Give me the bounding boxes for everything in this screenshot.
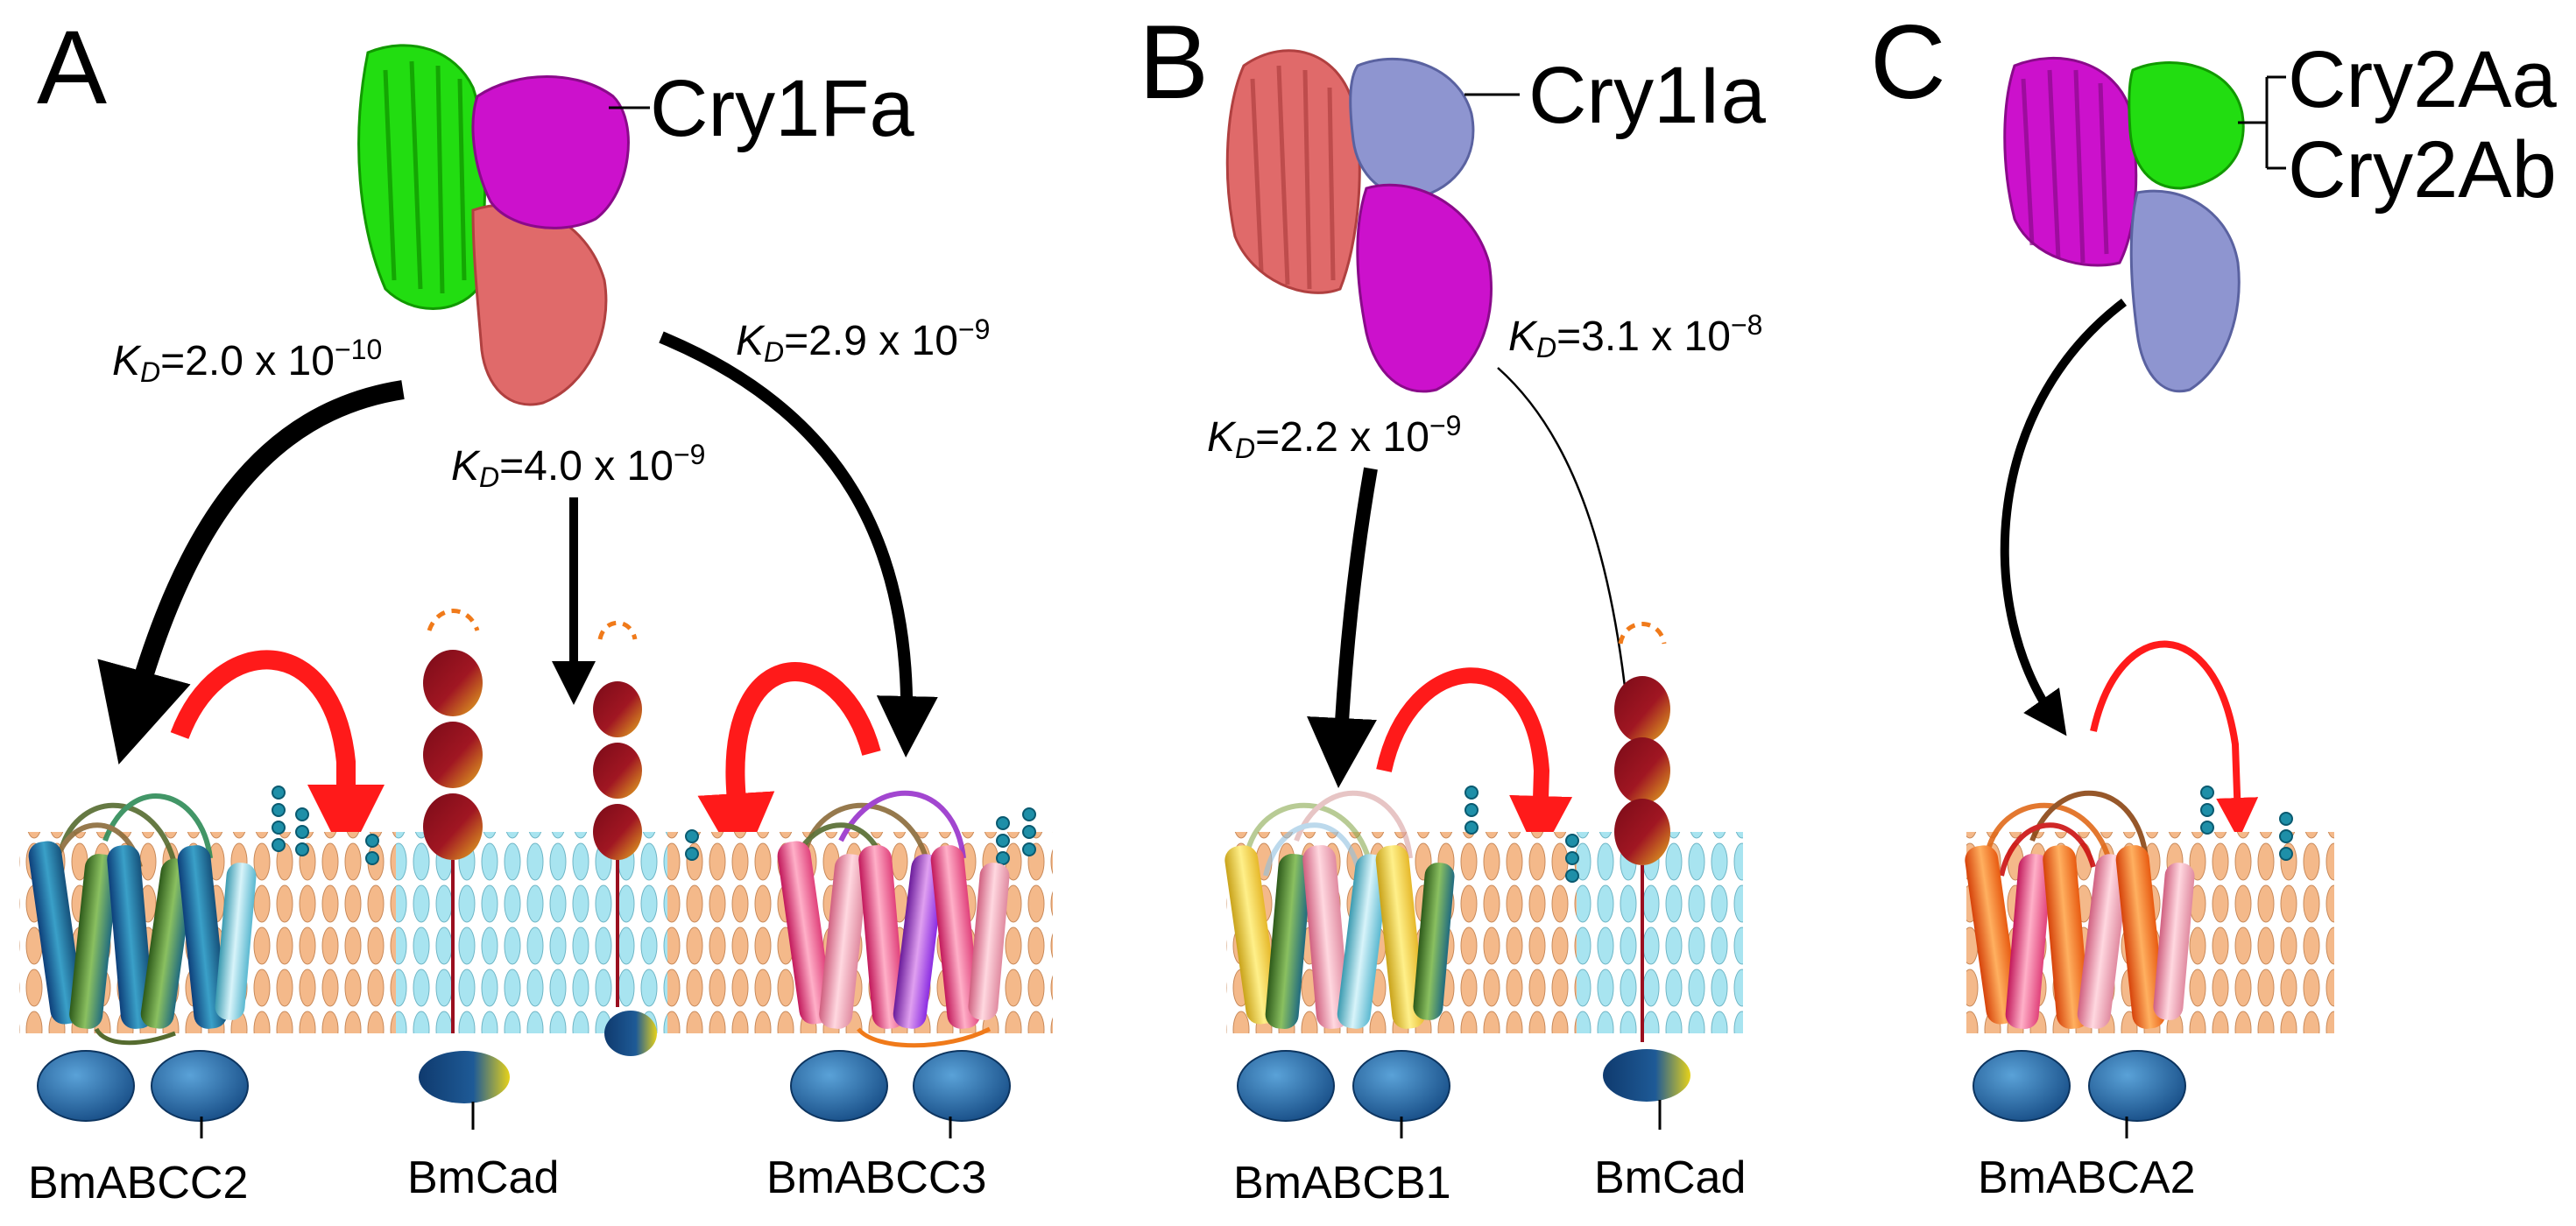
cry1fa-structure — [357, 44, 650, 406]
toxin-name-cry1fa: Cry1Fa — [650, 64, 914, 153]
panel-letter-c: C — [1870, 4, 1946, 121]
binding-arrow-abcb1 — [1307, 467, 1378, 788]
binding-arrow-abcc3 — [659, 331, 938, 757]
domain-iii-sandwich — [471, 75, 630, 229]
kd-label-abcc2: KD=2.0 x 10−10 — [112, 334, 382, 388]
receptor-bmcad-b — [1603, 622, 1690, 1130]
domain-iii-sandwich — [1356, 183, 1493, 393]
membrane-raft-b — [1577, 832, 1743, 1033]
insertion-arrow-abcc3 — [697, 662, 881, 870]
kd-label-bmcad-b: KD=3.1 x 10−8 — [1508, 309, 1762, 363]
receptor-bmcad-a — [419, 609, 657, 1130]
nbd-left-abca2 — [1973, 1050, 2071, 1122]
panel-a: A Cry1Fa KD=2.0 x 10−10 KD=4.0 x 10−9 KD… — [19, 9, 1053, 1208]
binding-arrow-abca2 — [2000, 299, 2128, 736]
nbd-right-abca2 — [2088, 1050, 2186, 1122]
receptor-label-bmabcc3: BmABCC3 — [766, 1152, 986, 1203]
insertion-arrow-abca2 — [2090, 640, 2259, 840]
nbd-left-abcb1 — [1237, 1050, 1335, 1122]
domain-ii-sheets — [2128, 61, 2245, 190]
domain-ii-sheets — [471, 203, 608, 406]
kd-label-abcb1: KD=2.2 x 10−9 — [1207, 410, 1461, 464]
nbd-left-abcc2 — [37, 1050, 135, 1122]
nbd-right-abcc3 — [913, 1050, 1011, 1122]
glycolipid-chains-c — [2200, 786, 2293, 861]
cry1ia-structure — [1225, 49, 1520, 393]
kd-label-abcc3: KD=2.9 x 10−9 — [736, 314, 990, 368]
panel-b: B Cry1Ia KD=2.2 x 10−9 KD=3.1 x 10−8 — [1139, 4, 1767, 1208]
cry2a-structure — [2003, 56, 2286, 393]
receptor-label-bmabca2: BmABCA2 — [1978, 1152, 2196, 1203]
nbd-right-abcc2 — [151, 1050, 249, 1122]
transporter-bmabcb1 — [1224, 790, 1455, 1138]
cry2a-bracket — [2238, 75, 2286, 170]
insertion-arrow-abcc2 — [170, 650, 385, 862]
membrane-raft-center — [396, 832, 667, 1033]
nbd-right-abcb1 — [1352, 1050, 1450, 1122]
binding-arrow-bmcad-b — [1497, 367, 1638, 721]
toxin-name-cry2aa: Cry2Aa — [2288, 35, 2558, 124]
nbd-left-abcc3 — [790, 1050, 888, 1122]
transporter-bmabca2 — [1965, 790, 2195, 1138]
binding-arrow-abcc2 — [97, 380, 405, 765]
insertion-arrow-abcb1 — [1376, 667, 1573, 859]
kd-label-bmcad: KD=4.0 x 10−9 — [451, 439, 705, 493]
panel-c: C Cry2Aa Cry2Ab — [1870, 4, 2558, 1203]
panel-letter-a: A — [37, 9, 107, 126]
transporter-bmabcc3 — [777, 790, 1011, 1138]
receptor-label-bmabcb1: BmABCB1 — [1233, 1158, 1451, 1208]
receptor-label-bmabcc2: BmABCC2 — [28, 1158, 248, 1208]
receptor-label-bmcad-a: BmCad — [407, 1152, 559, 1203]
toxin-name-cry1ia: Cry1Ia — [1528, 51, 1767, 140]
domain-iii-sandwich — [2129, 189, 2241, 393]
transporter-bmabcc2 — [28, 793, 257, 1138]
domain-ii-sheets — [1349, 58, 1475, 199]
domain-i-helices — [1225, 49, 1361, 294]
glycolipid-chains-a — [272, 786, 1036, 865]
panel-letter-b: B — [1139, 4, 1209, 121]
glycolipid-chains-b — [1464, 786, 1579, 883]
toxin-name-cry2ab: Cry2Ab — [2288, 125, 2557, 215]
receptor-label-bmcad-b: BmCad — [1594, 1152, 1746, 1203]
